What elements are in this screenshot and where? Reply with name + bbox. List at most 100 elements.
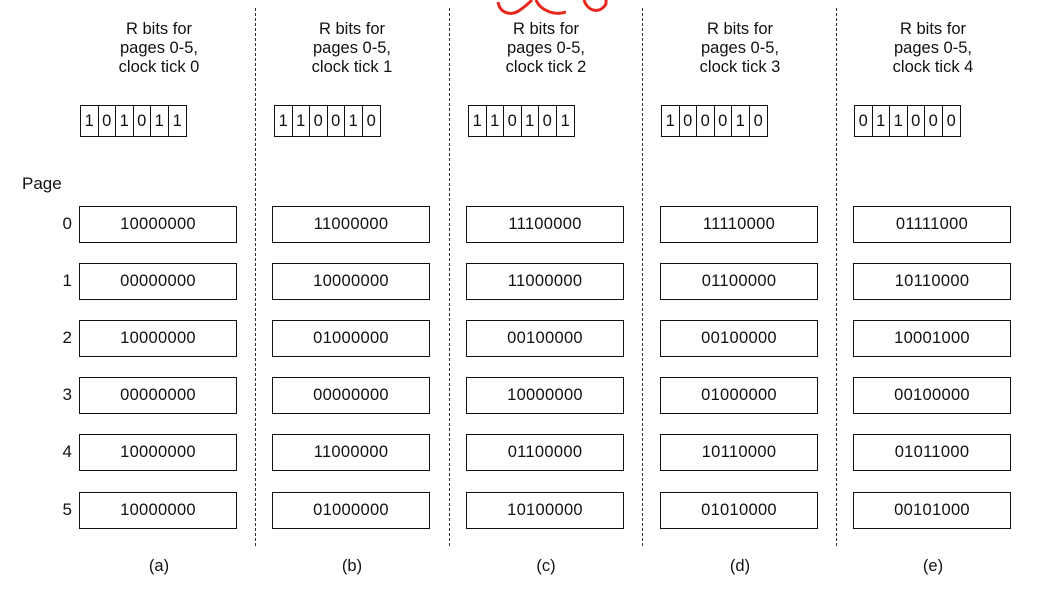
r-bit-page-3: 1 <box>522 106 539 136</box>
column-label: (d) <box>729 557 751 575</box>
page-counter-2: 01000000 <box>272 320 430 357</box>
column-header-line: pages 0-5, <box>701 39 779 57</box>
page-number-3: 3 <box>62 385 72 404</box>
r-bit-page-4: 1 <box>732 106 750 136</box>
r-bit-page-1: 1 <box>487 106 504 136</box>
r-bit-page-1: 1 <box>293 106 310 136</box>
page-counter-0: 10000000 <box>79 206 237 243</box>
r-bit-page-5: 0 <box>366 111 376 130</box>
page-counter-4: 10000000 <box>79 434 237 471</box>
column-header-line: clock tick 1 <box>311 58 393 76</box>
column-header-line: R bits for <box>512 20 580 38</box>
page-counter-3: 10000000 <box>466 377 624 414</box>
column-header-line: pages 0-5, <box>507 39 585 57</box>
page-counter-3: 01000000 <box>660 377 818 414</box>
r-bit-page-0: 1 <box>662 106 680 136</box>
page-number-2: 2 <box>62 328 72 347</box>
page-counter-4: 10110000 <box>660 434 818 471</box>
r-bit-page-4: 1 <box>345 106 363 136</box>
r-bit-page-0: 0 <box>855 106 873 136</box>
column-divider <box>255 8 256 546</box>
page-number-4: 4 <box>62 442 72 461</box>
page-counter-2: 10000000 <box>79 320 237 357</box>
r-bit-page-5: 0 <box>946 111 956 130</box>
r-bit-page-0: 1 <box>81 106 99 136</box>
column-header-line: R bits for <box>318 20 386 38</box>
r-bit-page-5: 1 <box>172 111 182 130</box>
r-bit-page-1: 0 <box>99 106 116 136</box>
page-counter-0: 11000000 <box>272 206 430 243</box>
column-header-line: clock tick 3 <box>699 58 781 76</box>
page-number-0: 0 <box>62 214 72 233</box>
r-bit-page-4: 1 <box>151 106 169 136</box>
column-header-line: clock tick 2 <box>505 58 587 76</box>
page-counter-1: 01100000 <box>660 263 818 300</box>
page-counter-4: 01011000 <box>853 434 1011 471</box>
r-bit-page-4: 0 <box>539 106 557 136</box>
page-counter-1: 00000000 <box>79 263 237 300</box>
page-counter-5: 10000000 <box>79 492 237 529</box>
page-counter-5: 01010000 <box>660 492 818 529</box>
column-header-line: clock tick 4 <box>892 58 974 76</box>
column-label: (c) <box>536 557 556 575</box>
r-bit-page-5: 0 <box>753 111 763 130</box>
r-bit-page-3: 0 <box>908 106 925 136</box>
column-label: (a) <box>148 557 170 575</box>
page-counter-5: 00101000 <box>853 492 1011 529</box>
page-counter-4: 11000000 <box>272 434 430 471</box>
column-label: (e) <box>922 557 944 575</box>
column-header-line: clock tick 0 <box>118 58 200 76</box>
page-counter-1: 11000000 <box>466 263 624 300</box>
page-number-5: 5 <box>62 500 72 519</box>
column-divider <box>836 8 837 546</box>
r-bit-page-0: 1 <box>469 106 487 136</box>
r-bit-page-3: 0 <box>715 106 732 136</box>
r-bit-page-5: 1 <box>560 111 570 130</box>
column-label: (b) <box>341 557 363 575</box>
page-counter-2: 00100000 <box>466 320 624 357</box>
page-number-1: 1 <box>62 271 72 290</box>
column-header-line: R bits for <box>125 20 193 38</box>
column-header-line: R bits for <box>706 20 774 38</box>
page-counter-1: 10000000 <box>272 263 430 300</box>
column-header-line: pages 0-5, <box>894 39 972 57</box>
r-bit-page-2: 0 <box>504 106 522 136</box>
column-header-line: R bits for <box>899 20 967 38</box>
r-bit-page-0: 1 <box>275 106 293 136</box>
column-divider <box>449 8 450 546</box>
r-bit-page-1: 0 <box>680 106 697 136</box>
page-counter-5: 10100000 <box>466 492 624 529</box>
r-bit-page-2: 1 <box>890 106 908 136</box>
page-row-header: Page <box>22 174 62 193</box>
page-counter-0: 01111000 <box>853 206 1011 243</box>
page-counter-0: 11110000 <box>660 206 818 243</box>
r-bit-page-3: 0 <box>328 106 345 136</box>
r-bit-page-3: 0 <box>134 106 151 136</box>
r-bit-page-1: 1 <box>873 106 890 136</box>
page-counter-1: 10110000 <box>853 263 1011 300</box>
page-counter-3: 00000000 <box>79 377 237 414</box>
r-bit-page-4: 0 <box>925 106 943 136</box>
page-counter-2: 10001000 <box>853 320 1011 357</box>
page-counter-3: 00000000 <box>272 377 430 414</box>
page-counter-2: 00100000 <box>660 320 818 357</box>
r-bit-page-2: 1 <box>116 106 134 136</box>
r-bit-page-2: 0 <box>310 106 328 136</box>
r-bit-page-2: 0 <box>697 106 715 136</box>
